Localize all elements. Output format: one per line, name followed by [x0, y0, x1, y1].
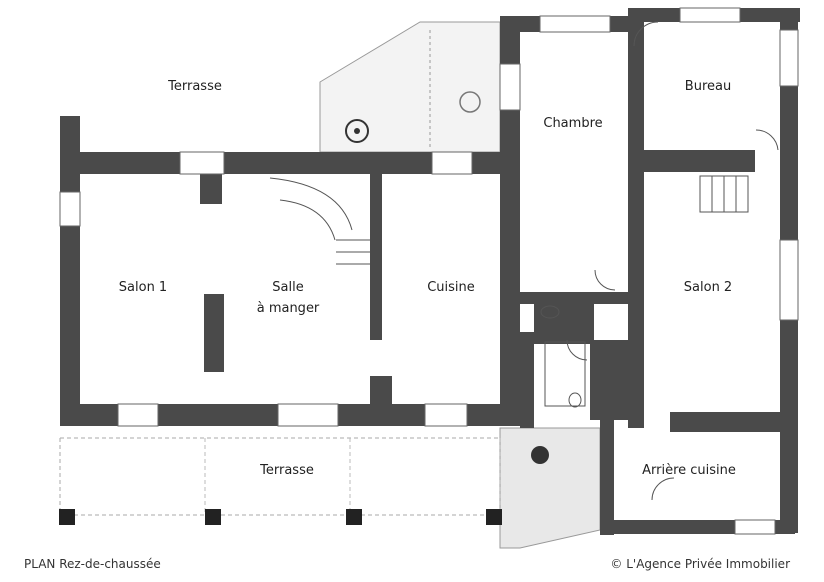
room-label-terrasse-top: Terrasse: [168, 79, 222, 94]
garden-bottom: [499, 427, 601, 549]
room-label-cuisine: Cuisine: [427, 280, 475, 295]
stairs-dining: [269, 177, 370, 265]
door-swings: [566, 21, 779, 501]
garden-top: [319, 21, 501, 153]
room-label-arriere-cuisine: Arrière cuisine: [642, 463, 736, 478]
terrace-bottom: [59, 437, 502, 525]
room-label-salon-2: Salon 2: [683, 280, 733, 295]
plan-caption: PLAN Rez-de-chaussée: [24, 557, 161, 571]
room-label-bureau: Bureau: [684, 79, 732, 94]
room-label-salle-line2: à manger: [256, 301, 320, 316]
room-label-salon-1: Salon 1: [118, 280, 168, 295]
room-label-salle-line1: Salle: [272, 280, 304, 295]
stairs-salon-2: [699, 175, 749, 213]
windows: [59, 7, 799, 535]
bathroom-fixtures: [540, 305, 586, 408]
room-label-terrasse-bottom: Terrasse: [260, 463, 314, 478]
room-label-chambre: Chambre: [543, 116, 603, 131]
copyright-caption: © L'Agence Privée Immobilier: [610, 557, 790, 571]
